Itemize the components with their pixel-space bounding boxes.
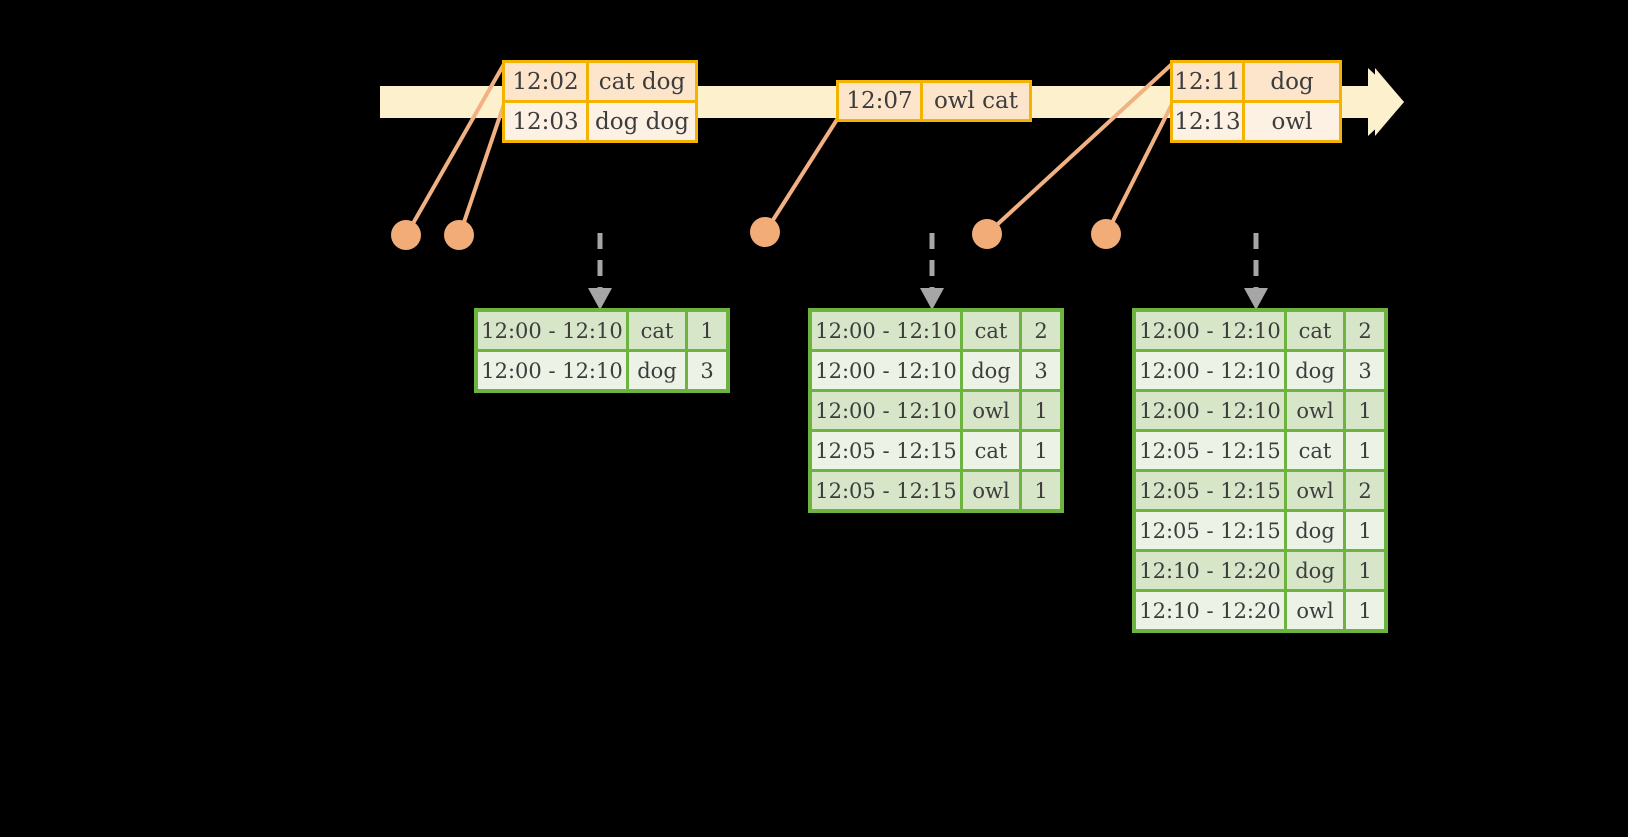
cell-key: cat bbox=[629, 312, 685, 349]
event-marker-3 bbox=[750, 217, 780, 247]
cell-key: owl bbox=[1287, 472, 1343, 509]
cell-count: 1 bbox=[1346, 512, 1384, 549]
event-payload: dog dog bbox=[589, 103, 695, 140]
connector-line-2 bbox=[458, 103, 506, 235]
dashed-arrow-3 bbox=[1244, 233, 1268, 310]
cell-window: 12:00 - 12:10 bbox=[1136, 392, 1284, 429]
cell-key: dog bbox=[1287, 512, 1343, 549]
event-marker-2 bbox=[444, 220, 474, 250]
event-row[interactable]: 12:07 owl cat bbox=[839, 83, 1029, 119]
cell-key: owl bbox=[1287, 592, 1343, 629]
cell-window: 12:05 - 12:15 bbox=[1136, 432, 1284, 469]
cell-count: 2 bbox=[1346, 472, 1384, 509]
cell-window: 12:00 - 12:10 bbox=[478, 352, 626, 389]
cell-window: 12:05 - 12:15 bbox=[812, 472, 960, 509]
cell-window: 12:05 - 12:15 bbox=[1136, 512, 1284, 549]
connector-line-3 bbox=[764, 116, 840, 233]
cell-window: 12:05 - 12:15 bbox=[812, 432, 960, 469]
cell-key: cat bbox=[963, 432, 1019, 469]
cell-window: 12:00 - 12:10 bbox=[1136, 312, 1284, 349]
timeline-arrowhead bbox=[1368, 68, 1404, 136]
event-time: 12:13 bbox=[1173, 103, 1245, 140]
cell-count: 1 bbox=[1022, 432, 1060, 469]
cell-key: owl bbox=[963, 472, 1019, 509]
event-group-1[interactable]: 12:02 cat dog 12:03 dog dog bbox=[502, 60, 698, 143]
cell-count: 1 bbox=[1022, 392, 1060, 429]
cell-key: owl bbox=[1287, 392, 1343, 429]
dashed-arrow-2 bbox=[920, 233, 944, 310]
event-time: 12:11 bbox=[1173, 63, 1245, 100]
event-time: 12:02 bbox=[505, 63, 589, 100]
event-marker-1 bbox=[391, 220, 421, 250]
cell-count: 3 bbox=[688, 352, 726, 389]
cell-key: dog bbox=[963, 352, 1019, 389]
cell-window: 12:00 - 12:10 bbox=[1136, 352, 1284, 389]
event-payload: owl cat bbox=[923, 83, 1029, 119]
event-row[interactable]: 12:03 dog dog bbox=[505, 100, 695, 140]
cell-key: cat bbox=[963, 312, 1019, 349]
cell-count: 1 bbox=[1022, 472, 1060, 509]
dashed-arrow-1 bbox=[588, 233, 612, 310]
event-row[interactable]: 12:02 cat dog bbox=[505, 63, 695, 100]
event-payload: dog bbox=[1245, 63, 1339, 100]
cell-window: 12:00 - 12:10 bbox=[812, 312, 960, 349]
cell-key: dog bbox=[1287, 552, 1343, 589]
cell-count: 3 bbox=[1022, 352, 1060, 389]
cell-count: 1 bbox=[688, 312, 726, 349]
cell-count: 2 bbox=[1346, 312, 1384, 349]
event-time: 12:07 bbox=[839, 83, 923, 119]
event-payload: owl bbox=[1245, 103, 1339, 140]
connector-line-5 bbox=[1105, 103, 1174, 234]
cell-key: dog bbox=[629, 352, 685, 389]
cell-key: owl bbox=[963, 392, 1019, 429]
cell-count: 2 bbox=[1022, 312, 1060, 349]
cell-count: 1 bbox=[1346, 552, 1384, 589]
cell-window: 12:05 - 12:15 bbox=[1136, 472, 1284, 509]
cell-key: cat bbox=[1287, 432, 1343, 469]
cell-window: 12:10 - 12:20 bbox=[1136, 552, 1284, 589]
event-payload: cat dog bbox=[589, 63, 695, 100]
event-row[interactable]: 12:13 owl bbox=[1173, 100, 1339, 140]
event-marker-4 bbox=[972, 219, 1002, 249]
cell-count: 1 bbox=[1346, 432, 1384, 469]
cell-window: 12:10 - 12:20 bbox=[1136, 592, 1284, 629]
event-time: 12:03 bbox=[505, 103, 589, 140]
event-group-2[interactable]: 12:07 owl cat bbox=[836, 80, 1032, 122]
event-group-3[interactable]: 12:11 dog 12:13 owl bbox=[1170, 60, 1342, 143]
cell-window: 12:00 - 12:10 bbox=[812, 352, 960, 389]
cell-count: 1 bbox=[1346, 392, 1384, 429]
cell-count: 1 bbox=[1346, 592, 1384, 629]
cell-count: 3 bbox=[1346, 352, 1384, 389]
event-marker-5 bbox=[1091, 219, 1121, 249]
cell-key: cat bbox=[1287, 312, 1343, 349]
event-row[interactable]: 12:11 dog bbox=[1173, 63, 1339, 100]
cell-key: dog bbox=[1287, 352, 1343, 389]
cell-window: 12:00 - 12:10 bbox=[478, 312, 626, 349]
cell-window: 12:00 - 12:10 bbox=[812, 392, 960, 429]
